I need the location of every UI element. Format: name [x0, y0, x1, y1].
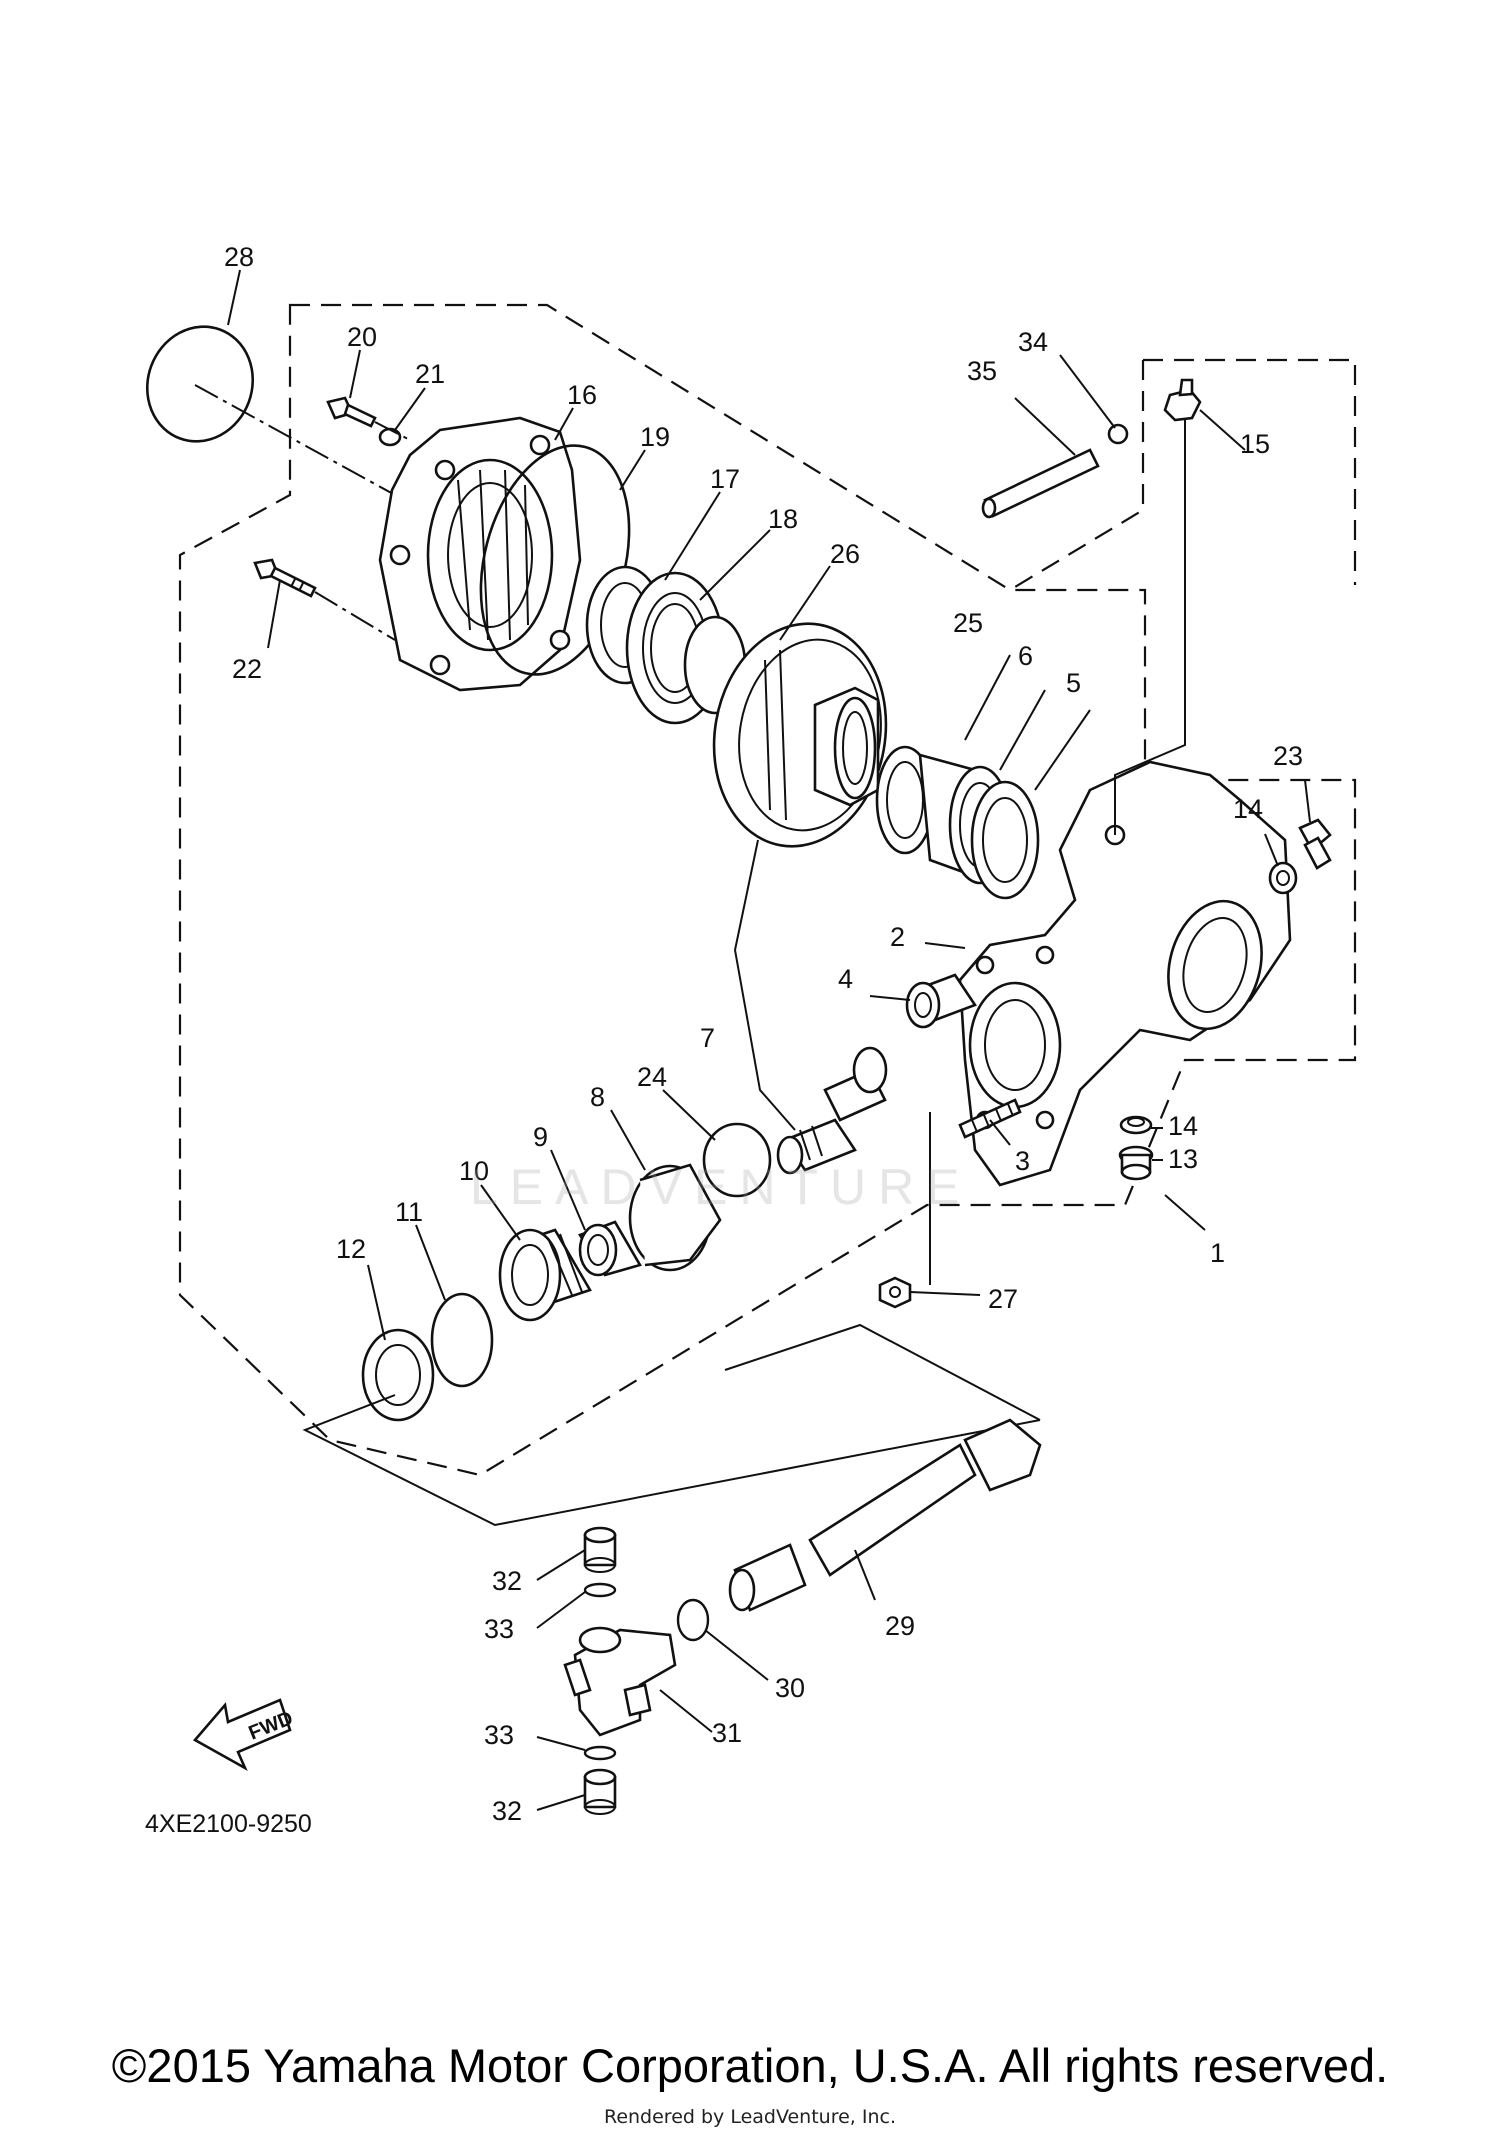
part-3-stud-bolt	[958, 1098, 1022, 1139]
copyright-notice: ©2015 Yamaha Motor Corporation, U.S.A. A…	[111, 2039, 1389, 2092]
rendered-by-credit: Rendered by LeadVenture, Inc.	[603, 2106, 897, 2128]
callout-16: 16	[567, 380, 597, 410]
callout-19: 19	[640, 422, 670, 452]
callout-11: 11	[395, 1197, 423, 1227]
part-32-bearing-upper	[583, 1526, 617, 1573]
part-12-oil-seal	[361, 1328, 435, 1422]
callout-28: 28	[224, 242, 254, 272]
part-25-needle-bearing	[875, 745, 935, 855]
callout-29: 29	[885, 1611, 915, 1641]
callout-23: 23	[1273, 741, 1303, 771]
callout-31: 31	[712, 1718, 742, 1748]
part-30-circlip	[676, 1598, 710, 1642]
callout-30: 30	[775, 1673, 805, 1703]
part-2-gear-case	[958, 760, 1292, 1187]
leader-lines	[227, 269, 1311, 1811]
fwd-arrow-icon: FWD	[192, 1698, 296, 1772]
part-14-gasket-lower	[1119, 1115, 1153, 1135]
part-21-washer	[378, 427, 402, 447]
part-7-pinion	[776, 1046, 888, 1175]
part-33-circlip-lower	[583, 1745, 617, 1761]
callout-33-upper: 33	[484, 1614, 514, 1644]
part-16-housing	[378, 416, 582, 692]
callout-12: 12	[336, 1234, 366, 1264]
assembly-boundary-main	[178, 303, 1357, 1477]
watermark: LEADVENTURE	[470, 1159, 972, 1215]
callout-14-lower: 14	[1168, 1111, 1198, 1141]
part-29-drive-shaft	[728, 1418, 1042, 1612]
part-22-bolt	[253, 558, 317, 598]
drawing-code: 4XE2100-9250	[145, 1810, 312, 1838]
callout-24: 24	[637, 1062, 667, 1092]
part-23-filler-bolt	[1298, 818, 1332, 870]
part-35-pin	[981, 448, 1100, 519]
callout-10: 10	[459, 1156, 489, 1186]
callout-34: 34	[1018, 327, 1048, 357]
part-13-drain-bolt	[1118, 1145, 1154, 1181]
assembly-boundary-pin	[1009, 358, 1357, 591]
callout-8: 8	[590, 1082, 605, 1112]
part-14-gasket-upper	[1268, 861, 1298, 895]
callout-14-upper: 14	[1233, 794, 1263, 824]
callout-1: 1	[1210, 1238, 1225, 1268]
callout-27: 27	[988, 1284, 1018, 1314]
callout-7: 7	[700, 1023, 715, 1053]
part-27-nut	[878, 1276, 912, 1309]
part-26-ring-gear	[683, 615, 888, 848]
part-20-bolt	[326, 396, 377, 428]
callout-6: 6	[1018, 641, 1033, 671]
part-34-clip	[1107, 423, 1129, 445]
callout-32-upper: 32	[492, 1566, 522, 1596]
callout-17: 17	[710, 464, 740, 494]
part-5-oil-seal	[970, 780, 1040, 900]
part-28-o-ring	[145, 325, 255, 443]
part-15-union	[1163, 378, 1202, 422]
part-4-collar	[905, 973, 977, 1029]
part-9-collar	[578, 1220, 642, 1277]
callouts: 28 20 21 16 19 17 18 26 22 25 6 5 35 34 …	[224, 242, 1303, 1826]
callout-22: 22	[232, 654, 262, 684]
callout-9: 9	[533, 1122, 548, 1152]
callout-3: 3	[1015, 1146, 1030, 1176]
part-10-ring-nut	[498, 1228, 592, 1322]
part-8-bearing	[628, 1163, 722, 1272]
callout-20: 20	[347, 322, 377, 352]
part-32-bearing-lower	[583, 1768, 617, 1815]
callout-2: 2	[890, 922, 905, 952]
part-24-o-ring	[702, 1122, 772, 1198]
callout-33-lower: 33	[484, 1720, 514, 1750]
callout-5: 5	[1066, 668, 1081, 698]
callout-26: 26	[830, 539, 860, 569]
callout-25: 25	[953, 608, 983, 638]
callout-4: 4	[838, 964, 853, 994]
part-33-circlip-upper	[583, 1582, 617, 1598]
callout-13: 13	[1168, 1144, 1198, 1174]
part-11-o-ring	[430, 1292, 494, 1388]
callout-32-lower: 32	[492, 1796, 522, 1826]
callout-35: 35	[967, 356, 997, 386]
callout-18: 18	[768, 504, 798, 534]
part-31-universal-joint	[563, 1626, 677, 1737]
callout-15: 15	[1240, 429, 1270, 459]
callout-21: 21	[415, 359, 445, 389]
